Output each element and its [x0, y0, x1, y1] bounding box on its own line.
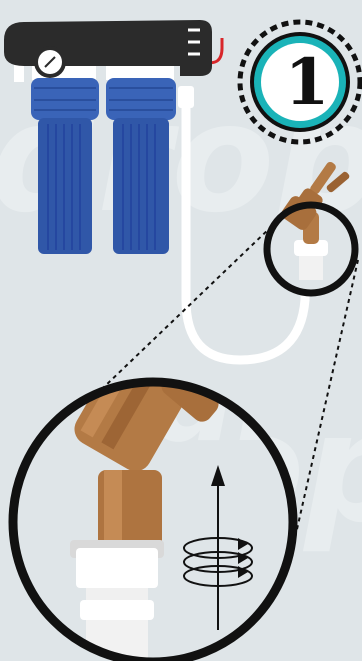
filter-connector: [14, 60, 24, 82]
step-number: 1: [284, 45, 330, 120]
filter-housing-left: [31, 78, 99, 254]
filter-cap-right: [106, 66, 174, 80]
water-tube: [181, 95, 310, 365]
water-filter-icon: [4, 20, 212, 254]
magnifier-circle-icon: drop: [8, 377, 298, 661]
filter-housing-right: [106, 78, 176, 254]
rotate-clockwise-icon: [183, 465, 253, 630]
pressure-gauge-icon: [34, 46, 66, 78]
step-badge: [237, 19, 362, 145]
zoom-guide-lines: [79, 225, 359, 561]
magnifier-circle-small: [263, 196, 359, 297]
filter-outlet-fitting: [178, 86, 194, 108]
filter-head-grip: [188, 28, 200, 56]
